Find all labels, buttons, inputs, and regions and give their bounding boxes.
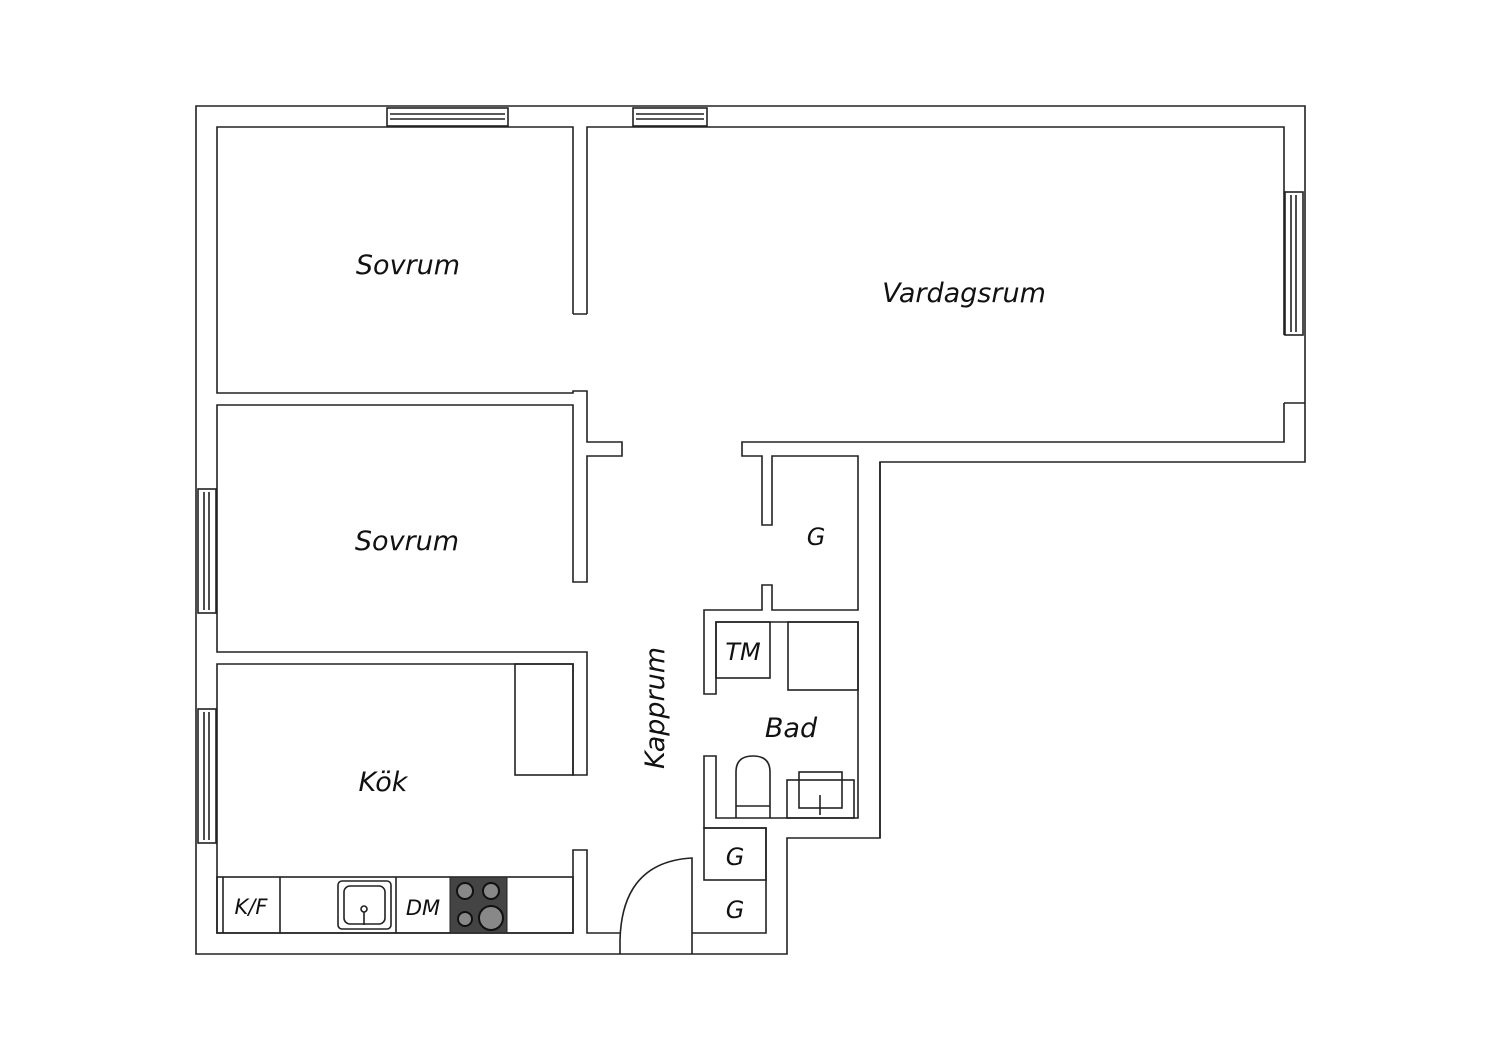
room-label-bedroom1: Sovrum: [356, 250, 460, 281]
sink-icon: [337, 880, 392, 930]
closet1-box: [703, 827, 767, 881]
room-label-closet1: G: [726, 843, 745, 871]
room-label-hall: Kapprum: [640, 647, 671, 769]
kitchen-counter: [216, 663, 574, 934]
shower: [787, 621, 859, 691]
fridge-label: K/F: [235, 895, 269, 919]
room-label-kitchen: Kök: [359, 767, 409, 798]
living-wall: [573, 126, 1305, 934]
room-label-bedroom2: Sovrum: [355, 526, 459, 557]
toilet-icon: [735, 755, 771, 818]
entrance-door[interactable]: [619, 857, 693, 954]
window-icon: [197, 107, 1304, 844]
room-label-closet2: G: [726, 896, 745, 924]
washer-label: TM: [725, 638, 761, 666]
room-label-closet-hall: G: [807, 523, 826, 551]
bath-fixtures: [703, 621, 859, 881]
dishwasher-label: DM: [406, 896, 440, 920]
washer-box: [715, 621, 771, 679]
washbasin-icon: [786, 779, 855, 819]
room-label-bath: Bad: [765, 713, 818, 744]
room-label-living: Vardagsrum: [882, 278, 1046, 309]
